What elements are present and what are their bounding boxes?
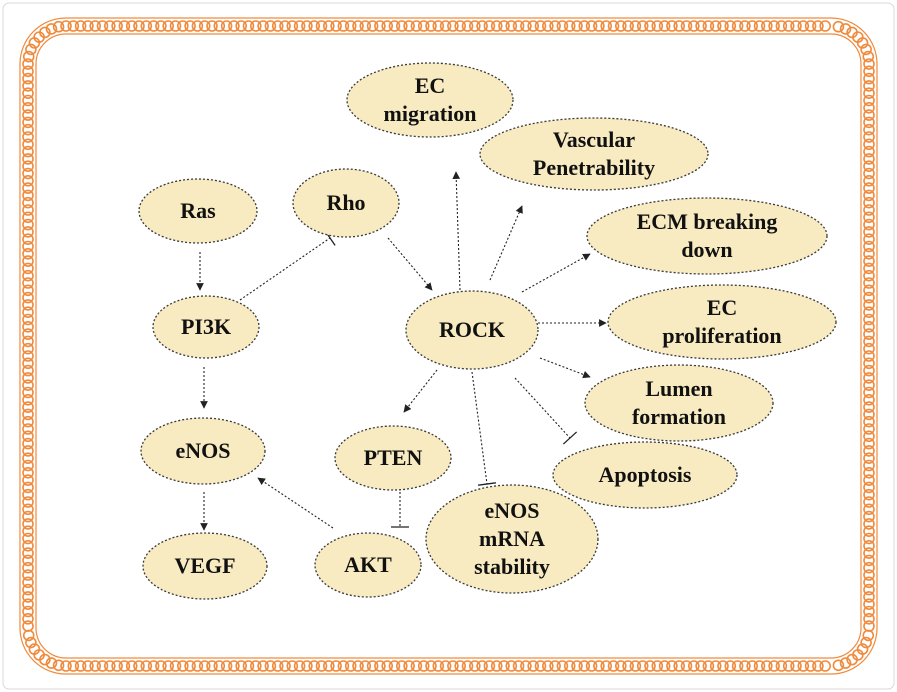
node-label: down	[681, 237, 732, 262]
node-enos-mrna: eNOS mRNA stability	[425, 484, 599, 594]
node-label: stability	[474, 554, 550, 579]
edge-akt-to-enos	[257, 477, 334, 529]
node-label: ROCK	[439, 317, 505, 342]
edge-rho-to-rock	[387, 237, 433, 291]
node-label: ECM breaking	[637, 209, 778, 234]
node-label: migration	[384, 101, 477, 126]
node-pten: PTEN	[334, 425, 452, 491]
node-label: EC	[707, 295, 738, 320]
inhibition-bar	[562, 431, 578, 445]
node-label: eNOS	[176, 438, 231, 463]
node-label: Ras	[180, 198, 216, 223]
edge-rock-to-enos-mrna	[471, 371, 488, 485]
node-shape	[334, 425, 452, 491]
node-vegf: VEGF	[142, 532, 268, 600]
node-label: mRNA	[479, 526, 545, 551]
node-akt: AKT	[314, 532, 422, 598]
node-shape	[584, 364, 774, 442]
node-label: EC	[415, 73, 446, 98]
node-ras: Ras	[138, 178, 258, 244]
node-ec-prolif: EC proliferation	[607, 284, 837, 360]
node-enos: eNOS	[140, 417, 266, 485]
node-label: PTEN	[364, 445, 423, 470]
node-shape	[314, 532, 422, 598]
edge-rock-to-vascular	[489, 205, 523, 281]
edge-pi3k-to-rho	[239, 237, 331, 301]
node-ec-migration: EC migration	[346, 62, 514, 138]
node-pi3k: PI3K	[152, 295, 260, 359]
node-shape	[552, 441, 738, 509]
node-shape	[425, 484, 599, 594]
edge-rock-to-ecm	[521, 253, 591, 293]
node-label: VEGF	[174, 553, 235, 578]
node-label: proliferation	[662, 323, 781, 348]
edge-rock-to-pten	[403, 369, 438, 413]
edge-rock-to-ec-migration	[452, 171, 461, 291]
node-label: formation	[632, 404, 726, 429]
node-label: Vascular	[553, 127, 636, 152]
node-shape	[346, 62, 514, 138]
node-shape	[405, 290, 539, 370]
node-label: Apoptosis	[599, 462, 692, 487]
node-lumen: Lumen formation	[584, 364, 774, 442]
node-shape	[138, 178, 258, 244]
node-shape	[479, 117, 709, 191]
node-label: Lumen	[645, 376, 712, 401]
node-shape	[140, 417, 266, 485]
node-label: Rho	[326, 190, 365, 215]
node-shape	[292, 168, 400, 238]
node-shape	[586, 197, 828, 275]
node-ecm: ECM breaking down	[586, 197, 828, 275]
node-shape	[152, 295, 260, 359]
node-label: eNOS	[485, 498, 540, 523]
node-label: AKT	[344, 552, 392, 577]
node-rho: Rho	[292, 168, 400, 238]
node-label: Penetrability	[533, 155, 655, 180]
node-shape	[142, 532, 268, 600]
edge-rock-to-lumen	[539, 357, 591, 379]
node-label: PI3K	[181, 314, 231, 339]
inhibition-bar	[477, 482, 497, 486]
edge-rock-to-apoptosis	[514, 377, 571, 439]
node-shape	[607, 284, 837, 360]
node-rock: ROCK	[405, 290, 539, 370]
node-apoptosis: Apoptosis	[552, 441, 738, 509]
